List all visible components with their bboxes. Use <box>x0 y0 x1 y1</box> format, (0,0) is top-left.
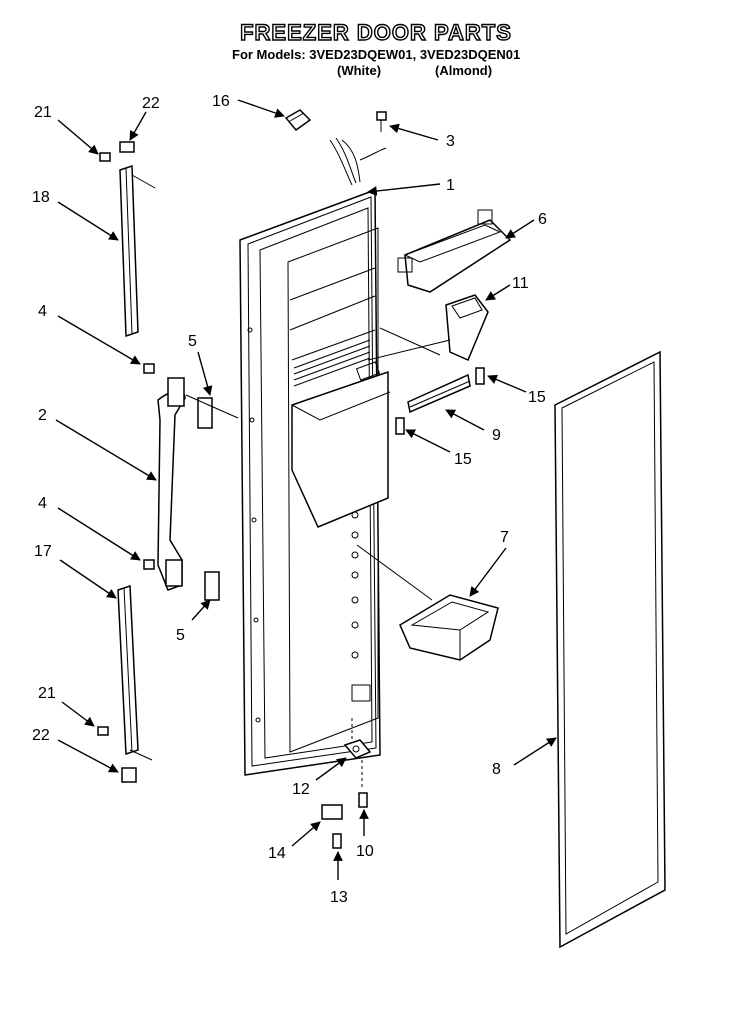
leader-lines <box>55 99 557 880</box>
door-gasket-8 <box>554 350 666 949</box>
diagram-title: FREEZER DOOR PARTS <box>239 19 512 45</box>
callout-18: 18 <box>32 189 50 206</box>
callout-17: 17 <box>34 543 52 560</box>
callout-21-lower: 21 <box>38 685 56 702</box>
callout-4-lower: 4 <box>38 495 47 512</box>
variant-white-label: (White) <box>337 63 382 78</box>
screw-3 <box>376 111 387 132</box>
callout-16: 16 <box>212 93 230 110</box>
callout-6: 6 <box>538 211 547 228</box>
callout-1: 1 <box>446 177 455 194</box>
callout-15-lower: 15 <box>454 451 472 468</box>
bracket-5-upper <box>197 397 213 429</box>
callout-11: 11 <box>512 275 529 292</box>
callout-13: 13 <box>330 889 348 906</box>
callout-22-upper: 22 <box>142 95 160 112</box>
callout-2: 2 <box>38 407 47 424</box>
screw-13 <box>332 833 342 849</box>
callout-15-upper: 15 <box>528 389 546 406</box>
screw-21-upper <box>99 152 111 162</box>
dispenser-grille <box>293 339 371 387</box>
door-panel <box>239 188 391 776</box>
slide-rail-9 <box>407 373 471 414</box>
callout-7: 7 <box>500 529 509 546</box>
bracket-14 <box>321 804 343 820</box>
callout-8: 8 <box>492 761 501 778</box>
trim-strip-17 <box>117 584 139 756</box>
bracket-5-lower <box>204 571 220 601</box>
callout-3: 3 <box>446 133 455 150</box>
callout-10: 10 <box>356 843 374 860</box>
models-line: For Models: 3VED23DQEW01, 3VED23DQEN01 <box>232 47 521 62</box>
tray-7 <box>399 594 499 661</box>
callout-21-upper: 21 <box>34 104 52 121</box>
door-bin-6 <box>397 209 512 293</box>
callout-12: 12 <box>292 781 310 798</box>
handle-2 <box>157 377 186 591</box>
callout-4-upper: 4 <box>38 303 47 320</box>
callout-5-upper: 5 <box>188 333 197 350</box>
callout-5-lower: 5 <box>176 627 185 644</box>
screw-21-lower <box>97 726 109 736</box>
door-mounting-holes <box>247 327 359 723</box>
callout-22-lower: 22 <box>32 727 50 744</box>
hinge-12 <box>343 739 372 759</box>
ice-chute-11 <box>445 294 489 361</box>
trim-strip-18 <box>119 164 139 338</box>
clip-22-lower <box>121 767 137 783</box>
clip-15-lower <box>395 417 405 435</box>
clip-15-upper <box>475 367 485 385</box>
callout-14: 14 <box>268 845 286 862</box>
callout-9: 9 <box>492 427 501 444</box>
clip-22-upper <box>119 141 135 153</box>
screw-4-lower <box>143 559 155 570</box>
connector-16 <box>284 109 312 132</box>
screw-4-upper <box>143 363 155 374</box>
screw-10 <box>358 792 368 808</box>
variant-almond-label: (Almond) <box>435 63 493 78</box>
wire-harness <box>329 137 387 186</box>
